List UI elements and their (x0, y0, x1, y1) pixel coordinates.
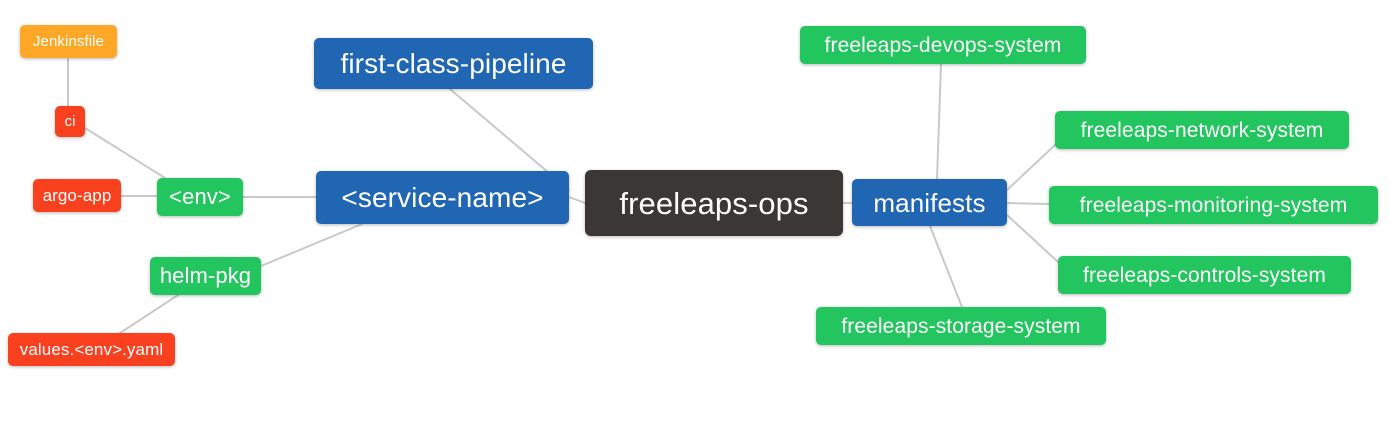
node-freeleaps-monitoring-system[interactable]: freeleaps-monitoring-system (1049, 186, 1378, 224)
edge-service-name-to-helm-pkg (260, 223, 363, 267)
node-jenkinsfile[interactable]: Jenkinsfile (20, 25, 117, 58)
node-helm-pkg[interactable]: helm-pkg (150, 257, 261, 295)
node-freeleaps-network-system[interactable]: freeleaps-network-system (1055, 111, 1349, 149)
edge-manifests-to-freeleaps-monitoring-system (1006, 202, 1050, 205)
edge-manifests-to-freeleaps-storage-system (929, 225, 963, 308)
node-freeleaps-storage-system[interactable]: freeleaps-storage-system (816, 307, 1106, 345)
node-argo-app[interactable]: argo-app (33, 179, 121, 212)
edge-manifests-to-freeleaps-network-system (1006, 144, 1056, 191)
node-freeleaps-ops[interactable]: freeleaps-ops (585, 170, 843, 236)
node-service-name[interactable]: <service-name> (316, 171, 569, 224)
edge-helm-pkg-to-values-yaml (119, 294, 179, 334)
node-freeleaps-controls-system[interactable]: freeleaps-controls-system (1058, 256, 1351, 294)
edge-freeleaps-ops-to-service-name (568, 196, 586, 204)
node-env[interactable]: <env> (157, 178, 243, 216)
edge-manifests-to-freeleaps-devops-system (936, 63, 942, 180)
node-manifests[interactable]: manifests (852, 179, 1007, 226)
node-freeleaps-devops-system[interactable]: freeleaps-devops-system (800, 26, 1086, 64)
edge-env-to-ci (84, 127, 166, 179)
node-ci[interactable]: ci (55, 106, 85, 137)
node-values-yaml[interactable]: values.<env>.yaml (8, 333, 175, 366)
node-first-class-pipeline[interactable]: first-class-pipeline (314, 38, 593, 89)
